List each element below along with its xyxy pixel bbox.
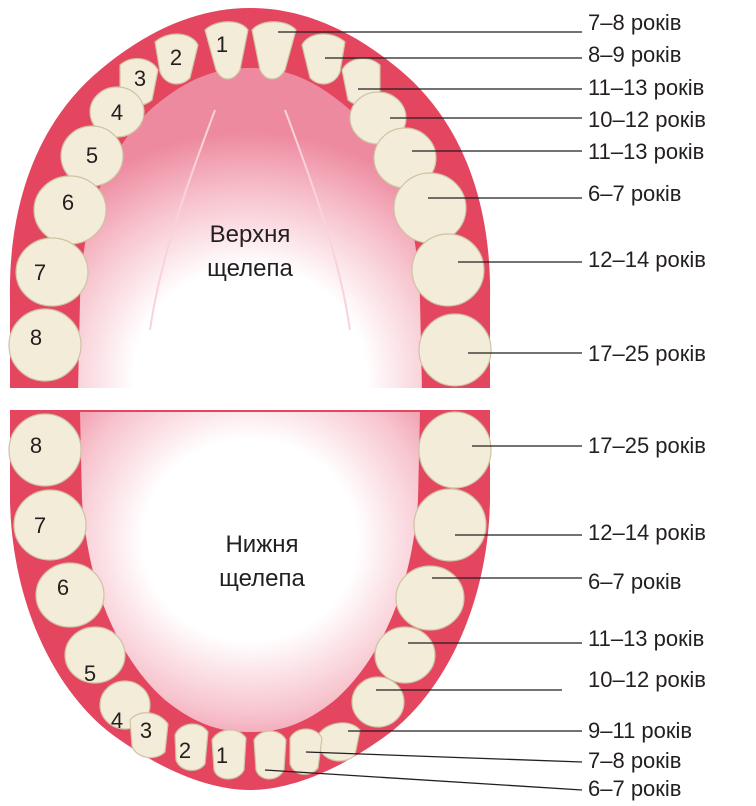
upper-tooth-number: 3 — [134, 66, 146, 91]
age-label: 10–12 років — [588, 107, 706, 132]
age-label: 6–7 років — [588, 181, 682, 206]
lower-tooth-number: 5 — [84, 661, 96, 686]
age-label: 7–8 років — [588, 748, 682, 773]
lower-tooth-number: 1 — [216, 743, 228, 768]
lower-right-tooth-4 — [352, 677, 404, 727]
upper-tooth-number: 8 — [30, 325, 42, 350]
upper-tooth-number: 6 — [62, 190, 74, 215]
upper-tooth-number: 2 — [170, 45, 182, 70]
lower-tooth-number: 6 — [57, 575, 69, 600]
lower-left-tooth-8 — [9, 414, 81, 486]
lower-tooth-number: 8 — [30, 433, 42, 458]
lower-right-tooth-7 — [414, 489, 486, 561]
upper-tooth-number: 5 — [86, 143, 98, 168]
age-label: 6–7 років — [588, 569, 682, 594]
upper-age-labels: 7–8 років 8–9 років 11–13 років 10–12 ро… — [588, 10, 706, 366]
upper-right-tooth-7 — [412, 234, 484, 306]
jaw-gap — [0, 388, 500, 410]
upper-jaw-title-line1: Верхня — [210, 221, 291, 248]
age-label: 9–11 років — [588, 718, 692, 743]
age-label: 10–12 років — [588, 667, 706, 692]
age-label: 8–9 років — [588, 42, 682, 67]
lower-tooth-number: 2 — [179, 738, 191, 763]
lower-right-tooth-8 — [419, 412, 491, 488]
age-label: 7–8 років — [588, 10, 682, 35]
lower-tooth-number: 7 — [34, 513, 46, 538]
age-label: 11–13 років — [588, 139, 704, 164]
upper-right-tooth-6 — [394, 173, 466, 243]
lower-right-tooth-1 — [254, 731, 286, 779]
lower-tooth-number: 4 — [111, 708, 123, 733]
age-label: 12–14 років — [588, 520, 706, 545]
lower-age-labels: 17–25 років 12–14 років 6–7 років 11–13 … — [588, 433, 706, 801]
lower-right-tooth-3 — [318, 723, 360, 761]
lower-tooth-number: 3 — [140, 718, 152, 743]
lower-jaw-title-line2: щелепа — [219, 565, 305, 592]
lower-right-tooth-6 — [396, 566, 464, 630]
upper-jaw-title-line2: щелепа — [207, 255, 293, 282]
upper-left-tooth-8 — [9, 309, 81, 381]
upper-tooth-number: 7 — [34, 260, 46, 285]
age-label: 11–13 років — [588, 626, 704, 651]
lower-right-tooth-5 — [375, 627, 435, 683]
lower-jaw-title-line1: Нижня — [225, 531, 298, 558]
age-label: 17–25 років — [588, 341, 706, 366]
age-label: 11–13 років — [588, 75, 704, 100]
lower-left-tooth-6 — [36, 563, 104, 627]
lower-right-tooth-2 — [290, 729, 322, 774]
upper-tooth-number: 1 — [216, 32, 228, 57]
age-label: 6–7 років — [588, 776, 682, 801]
upper-tooth-number: 4 — [111, 100, 123, 125]
age-label: 17–25 років — [588, 433, 706, 458]
leader-line — [265, 770, 582, 790]
upper-left-tooth-7 — [16, 238, 88, 306]
upper-right-tooth-8 — [419, 314, 491, 386]
lower-left-tooth-7 — [14, 490, 86, 560]
age-label: 12–14 років — [588, 247, 706, 272]
